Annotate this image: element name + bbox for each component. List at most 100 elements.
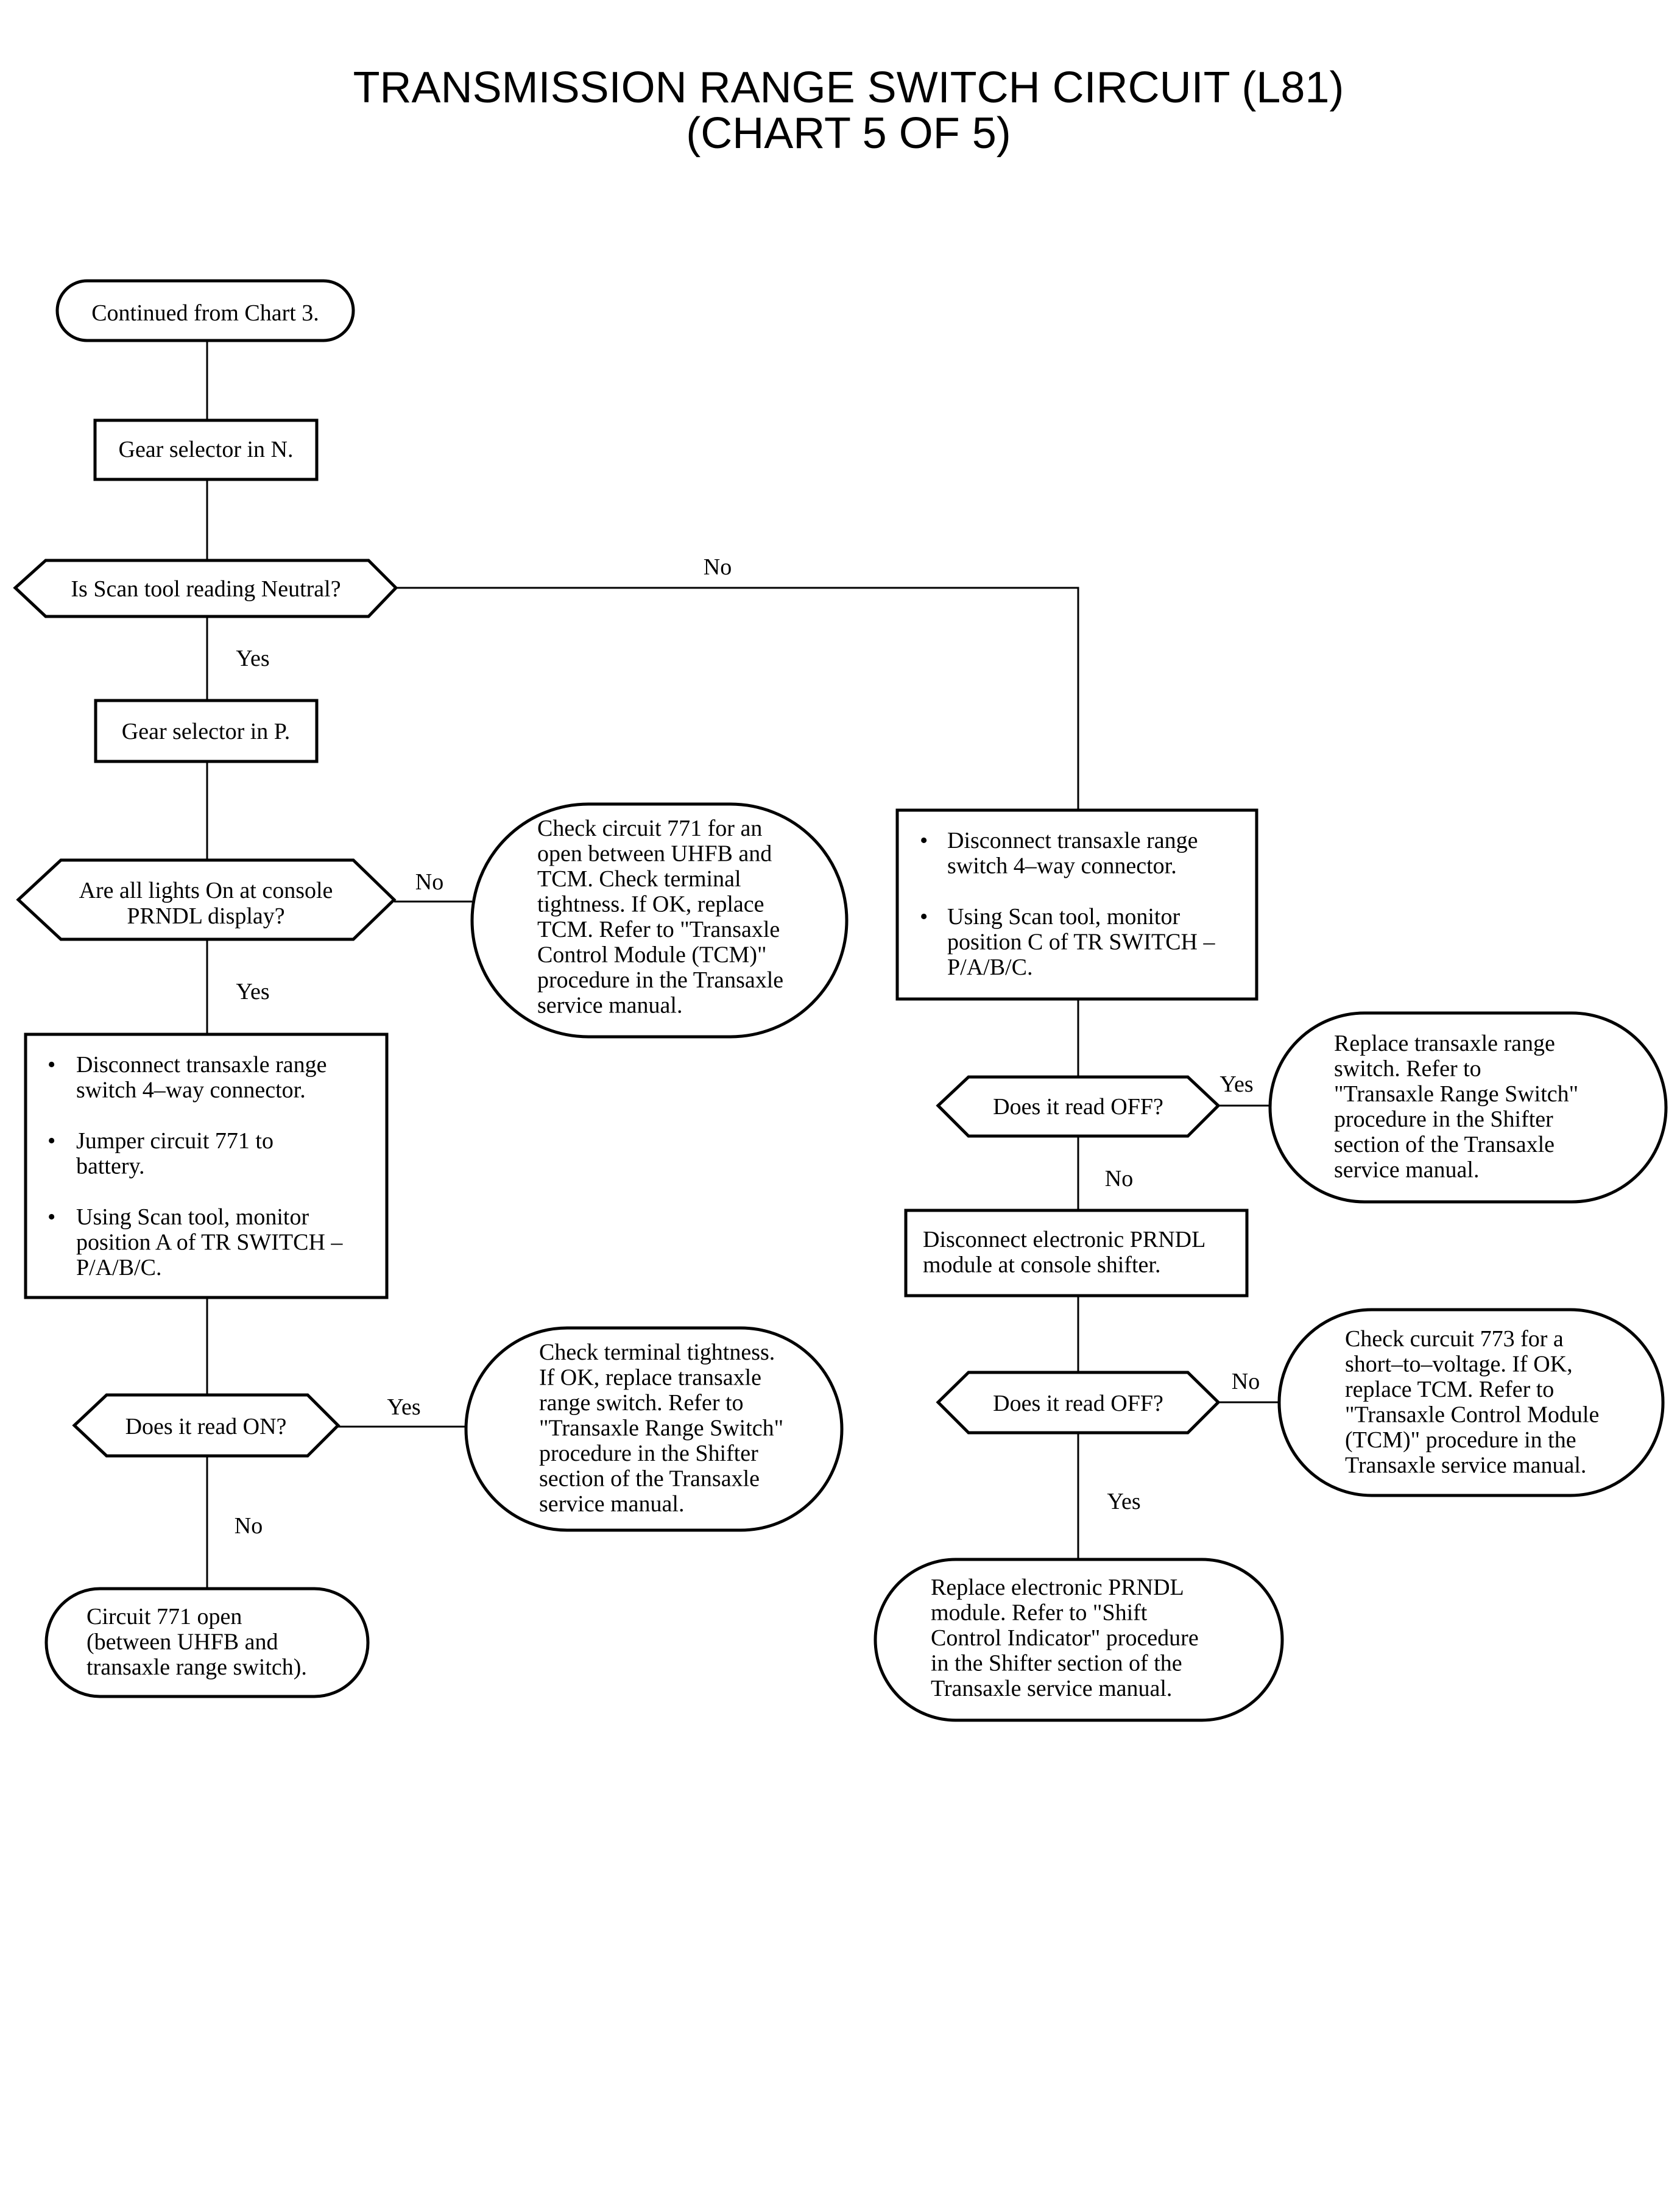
node-check-terminal: Check terminal tightness.If OK, replace … xyxy=(464,1326,844,1532)
node-label-line: replace TCM. Refer to xyxy=(1345,1377,1554,1402)
node-label-line: Transaxle service manual. xyxy=(931,1676,1172,1701)
chart-title-line-1: TRANSMISSION RANGE SWITCH CIRCUIT (L81) xyxy=(353,63,1344,112)
edge-label-lights-yes: Yes xyxy=(236,979,269,1004)
node-label-line: "Transaxle Range Switch" xyxy=(1334,1081,1578,1107)
edge-label-neutral-no: No xyxy=(704,554,732,580)
bullet-icon: • xyxy=(920,828,928,853)
step-line: switch 4–way connector. xyxy=(947,853,1177,879)
step-line: Using Scan tool, monitor xyxy=(947,904,1180,930)
node-label-q-read-off-2: Does it read OFF? xyxy=(993,1391,1163,1416)
node-label-line: Check circuit 771 for an xyxy=(537,816,762,841)
node-label-line: open between UHFB and xyxy=(537,841,772,867)
node-label-line: Gear selector in P. xyxy=(122,719,290,744)
node-label-line: PRNDL display? xyxy=(127,903,284,929)
step-line: Disconnect transaxle range xyxy=(76,1052,327,1078)
node-label-line: module. Refer to "Shift xyxy=(931,1600,1148,1626)
node-label-line: short–to–voltage. If OK, xyxy=(1345,1352,1573,1377)
node-label-q-neutral: Is Scan tool reading Neutral? xyxy=(71,576,341,602)
node-label-line: Circuit 771 open xyxy=(86,1604,242,1629)
node-label-line: Transaxle service manual. xyxy=(1345,1453,1586,1478)
node-label-line: Control Module (TCM)" xyxy=(537,942,767,968)
node-label-line: TCM. Check terminal xyxy=(537,866,741,892)
edge-label-read-on-yes: Yes xyxy=(387,1394,420,1420)
node-label-line: range switch. Refer to xyxy=(539,1390,744,1416)
node-label-line: Check terminal tightness. xyxy=(539,1340,775,1365)
step-line: P/A/B/C. xyxy=(947,955,1032,980)
node-label-line: TCM. Refer to "Transaxle xyxy=(537,917,780,942)
node-label-line: Are all lights On at console xyxy=(79,878,333,903)
node-gear-p: Gear selector in P. xyxy=(94,699,319,763)
edge-label-neutral-yes: Yes xyxy=(236,646,269,671)
step-line: Jumper circuit 771 to xyxy=(76,1128,274,1154)
node-label-line: Does it read OFF? xyxy=(993,1391,1163,1416)
edge-q-neutral-to-steps-right xyxy=(396,587,1079,810)
node-label-line: procedure in the Shifter xyxy=(1334,1107,1553,1132)
edge-label-read-off-2-no: No xyxy=(1232,1369,1260,1394)
node-label-line: Gear selector in N. xyxy=(119,437,294,462)
node-label-line: Replace electronic PRNDL xyxy=(931,1575,1184,1600)
step-line: Using Scan tool, monitor xyxy=(76,1204,309,1230)
node-label-line: "Transaxle Control Module xyxy=(1345,1402,1599,1428)
edge-label-read-on-no: No xyxy=(235,1513,263,1539)
node-label-q-read-on: Does it read ON? xyxy=(125,1414,287,1439)
node-start: Continued from Chart 3. xyxy=(55,279,355,342)
step-line: position A of TR SWITCH – xyxy=(76,1230,343,1255)
decision-read-on: Does it read ON? xyxy=(72,1393,341,1458)
node-label-line: Disconnect electronic PRNDL xyxy=(923,1227,1205,1252)
node-label-line: "Transaxle Range Switch" xyxy=(539,1416,783,1441)
node-label-line: service manual. xyxy=(1334,1157,1479,1183)
bullet-icon: • xyxy=(48,1204,55,1230)
edge-label-read-off-2-yes: Yes xyxy=(1107,1489,1140,1514)
node-label-line: module at console shifter. xyxy=(923,1252,1160,1278)
node-label-check-terminal: Check terminal tightness.If OK, replace … xyxy=(539,1340,783,1517)
node-label-line: Replace transaxle range xyxy=(1334,1031,1555,1056)
node-label-line: service manual. xyxy=(537,993,682,1019)
node-label-line: procedure in the Shifter xyxy=(539,1441,758,1466)
step-line: battery. xyxy=(76,1154,145,1179)
edge-label-lights-no: No xyxy=(415,869,443,895)
chart-title-line-2: (CHART 5 OF 5) xyxy=(686,109,1011,158)
step-line: P/A/B/C. xyxy=(76,1255,161,1280)
bullet-icon: • xyxy=(48,1128,55,1154)
node-label-line: (between UHFB and xyxy=(86,1629,278,1655)
node-label-line: in the Shifter section of the xyxy=(931,1651,1182,1676)
step-line: switch 4–way connector. xyxy=(76,1078,306,1103)
edge-label-read-off-1-yes: Yes xyxy=(1219,1071,1253,1097)
node-gear-n: Gear selector in N. xyxy=(93,418,319,481)
node-label-line: Continued from Chart 3. xyxy=(91,300,319,326)
node-label-line: Does it read ON? xyxy=(125,1414,287,1439)
node-label-line: (TCM)" procedure in the xyxy=(1345,1427,1576,1453)
node-label-line: Check curcuit 773 for a xyxy=(1345,1326,1564,1352)
edge-label-read-off-1-no: No xyxy=(1105,1166,1133,1191)
node-label-line: section of the Transaxle xyxy=(539,1466,760,1492)
connectors xyxy=(206,341,1279,1589)
node-label-line: service manual. xyxy=(539,1491,684,1517)
node-label-gear-n: Gear selector in N. xyxy=(119,437,294,462)
node-label-line: Does it read OFF? xyxy=(993,1094,1163,1120)
node-label-line: Control Indicator" procedure xyxy=(931,1625,1199,1651)
bullet-icon: • xyxy=(48,1052,55,1078)
node-label-start: Continued from Chart 3. xyxy=(91,300,319,326)
decision-read-off-2: Does it read OFF? xyxy=(936,1371,1221,1435)
step-line: Disconnect transaxle range xyxy=(947,828,1198,853)
